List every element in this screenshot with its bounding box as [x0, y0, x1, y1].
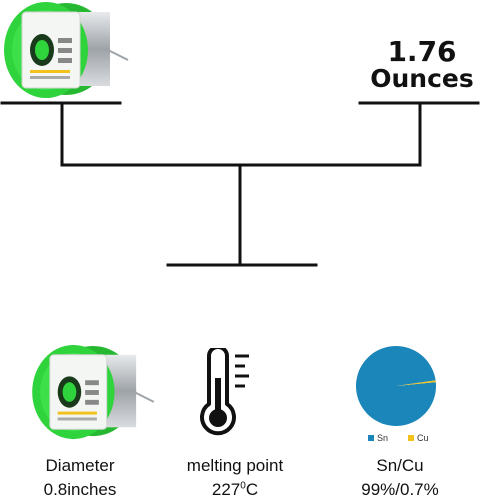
melting-point-label: melting point: [186, 456, 284, 475]
pie-slice-sn: [355, 345, 436, 426]
melting-point-number: 227: [211, 480, 241, 499]
solder-spool-small-icon: [32, 344, 155, 440]
melting-point-unit: C: [245, 480, 259, 499]
legend-swatch-cu: [408, 435, 414, 441]
composition-value: 99%/0.7%: [361, 480, 439, 499]
solder-spool-icon: [4, 2, 129, 98]
melting-point-degree: 0: [240, 480, 246, 492]
balance-scale: [0, 101, 480, 267]
legend-label-sn: Sn: [377, 433, 388, 443]
legend-label-cu: Cu: [417, 433, 429, 443]
diameter-label: Diameter: [45, 456, 115, 475]
weight-unit: Ounces: [370, 64, 474, 93]
composition-pie-chart: Sn Cu: [355, 345, 436, 443]
weight-value: 1.76: [387, 35, 457, 68]
composition-label: Sn/Cu: [376, 456, 424, 475]
pie-slice-cu: [396, 380, 436, 386]
thermometer-icon: [200, 348, 249, 436]
melting-point-value: 2270C: [165, 480, 305, 500]
legend-swatch-sn: [368, 435, 374, 441]
diameter-value: 0.8inches: [43, 480, 117, 499]
